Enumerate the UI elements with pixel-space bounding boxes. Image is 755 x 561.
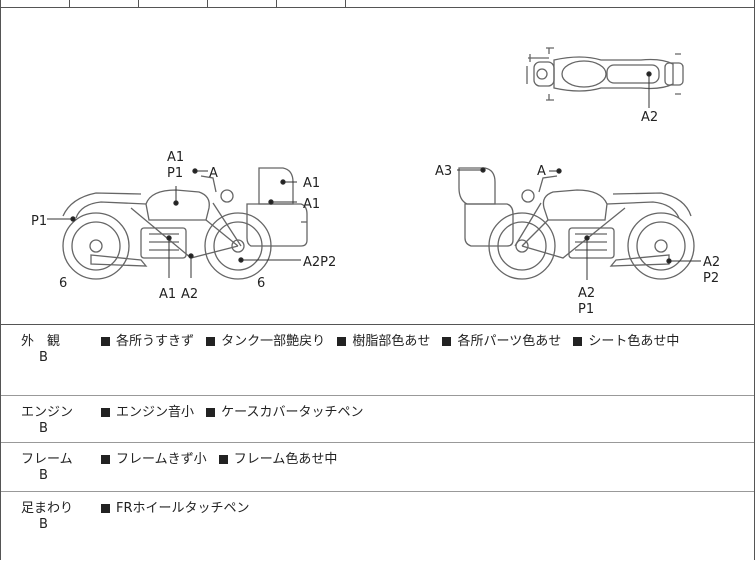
label-right-p1-low: P1 — [578, 302, 594, 317]
row-grade: B — [39, 517, 48, 532]
label-right-a: A — [537, 164, 546, 179]
row-notes: FRホイールタッチペン — [101, 497, 258, 516]
left-side-motorcycle — [62, 167, 308, 280]
row-notes: フレームきず小 フレーム色あせ中 — [101, 448, 345, 467]
row-grade: B — [39, 468, 48, 483]
condition-row-frame: フレーム B フレームきず小 フレーム色あせ中 — [1, 443, 754, 492]
bullet-square-icon — [101, 407, 110, 417]
bullet-square-icon — [206, 407, 216, 417]
label-left-a1-bag-mid: A1 — [303, 197, 320, 212]
label-left-a1-bag-top: A1 — [303, 176, 320, 191]
row-category: 足まわり — [21, 501, 74, 516]
label-left-6-front: 6 — [59, 276, 67, 291]
label-left-a1-top: A1 — [167, 150, 184, 165]
bullet-square-icon — [442, 336, 452, 346]
label-right-a3: A3 — [435, 164, 452, 179]
label-left-a2-bottom: A2 — [181, 287, 198, 302]
row-category: エンジン — [21, 405, 74, 420]
bullet-square-icon — [101, 336, 110, 346]
row-notes: エンジン音小 ケースカバータッチペン — [101, 401, 372, 420]
row-grade: B — [39, 421, 48, 436]
bullet-square-icon — [206, 336, 216, 346]
row-notes: 各所うすきず タンク一部艶戻り 樹脂部色あせ 各所パーツ色あせ シート色あせ中 — [101, 330, 687, 349]
top-view-motorcycle — [526, 47, 684, 101]
label-right-p2-side: P2 — [703, 271, 719, 286]
label-left-a1-bottom: A1 — [159, 287, 176, 302]
motorcycle-drawings: A2 A1 P1 A A1 A1 P1 A2P2 A1 A2 6 6 A3 A … — [31, 47, 720, 317]
bullet-square-icon — [573, 336, 583, 346]
motorcycle-damage-diagram: A2 A1 P1 A A1 A1 P1 A2P2 A1 A2 6 6 A3 A … — [1, 8, 754, 325]
label-left-p1-side: P1 — [31, 214, 47, 229]
label-right-a2-side: A2 — [703, 255, 720, 270]
label-left-6-rear: 6 — [257, 276, 265, 291]
bullet-square-icon — [218, 454, 228, 464]
label-top-a2: A2 — [641, 110, 658, 125]
row-grade: B — [39, 350, 48, 365]
condition-row-engine: エンジン B エンジン音小 ケースカバータッチペン — [1, 396, 754, 443]
label-right-a2-low: A2 — [578, 286, 595, 301]
bullet-square-icon — [101, 503, 110, 513]
right-side-motorcycle — [458, 167, 695, 280]
bullet-square-icon — [101, 454, 110, 464]
condition-row-exterior: 外 観 B 各所うすきず タンク一部艶戻り 樹脂部色あせ 各所パーツ色あせ シー… — [1, 325, 754, 396]
top-table-edge — [1, 0, 754, 8]
condition-row-suspension: 足まわり B FRホイールタッチペン — [1, 492, 754, 560]
label-left-a-top: A — [209, 166, 218, 181]
row-category: 外 観 — [21, 334, 61, 349]
row-category: フレーム — [21, 452, 73, 467]
damage-labels: A2 A1 P1 A A1 A1 P1 A2P2 A1 A2 6 6 A3 A … — [31, 110, 720, 317]
label-left-a2p2: A2P2 — [303, 255, 336, 270]
label-left-p1-top: P1 — [167, 166, 183, 181]
bullet-square-icon — [337, 336, 347, 346]
